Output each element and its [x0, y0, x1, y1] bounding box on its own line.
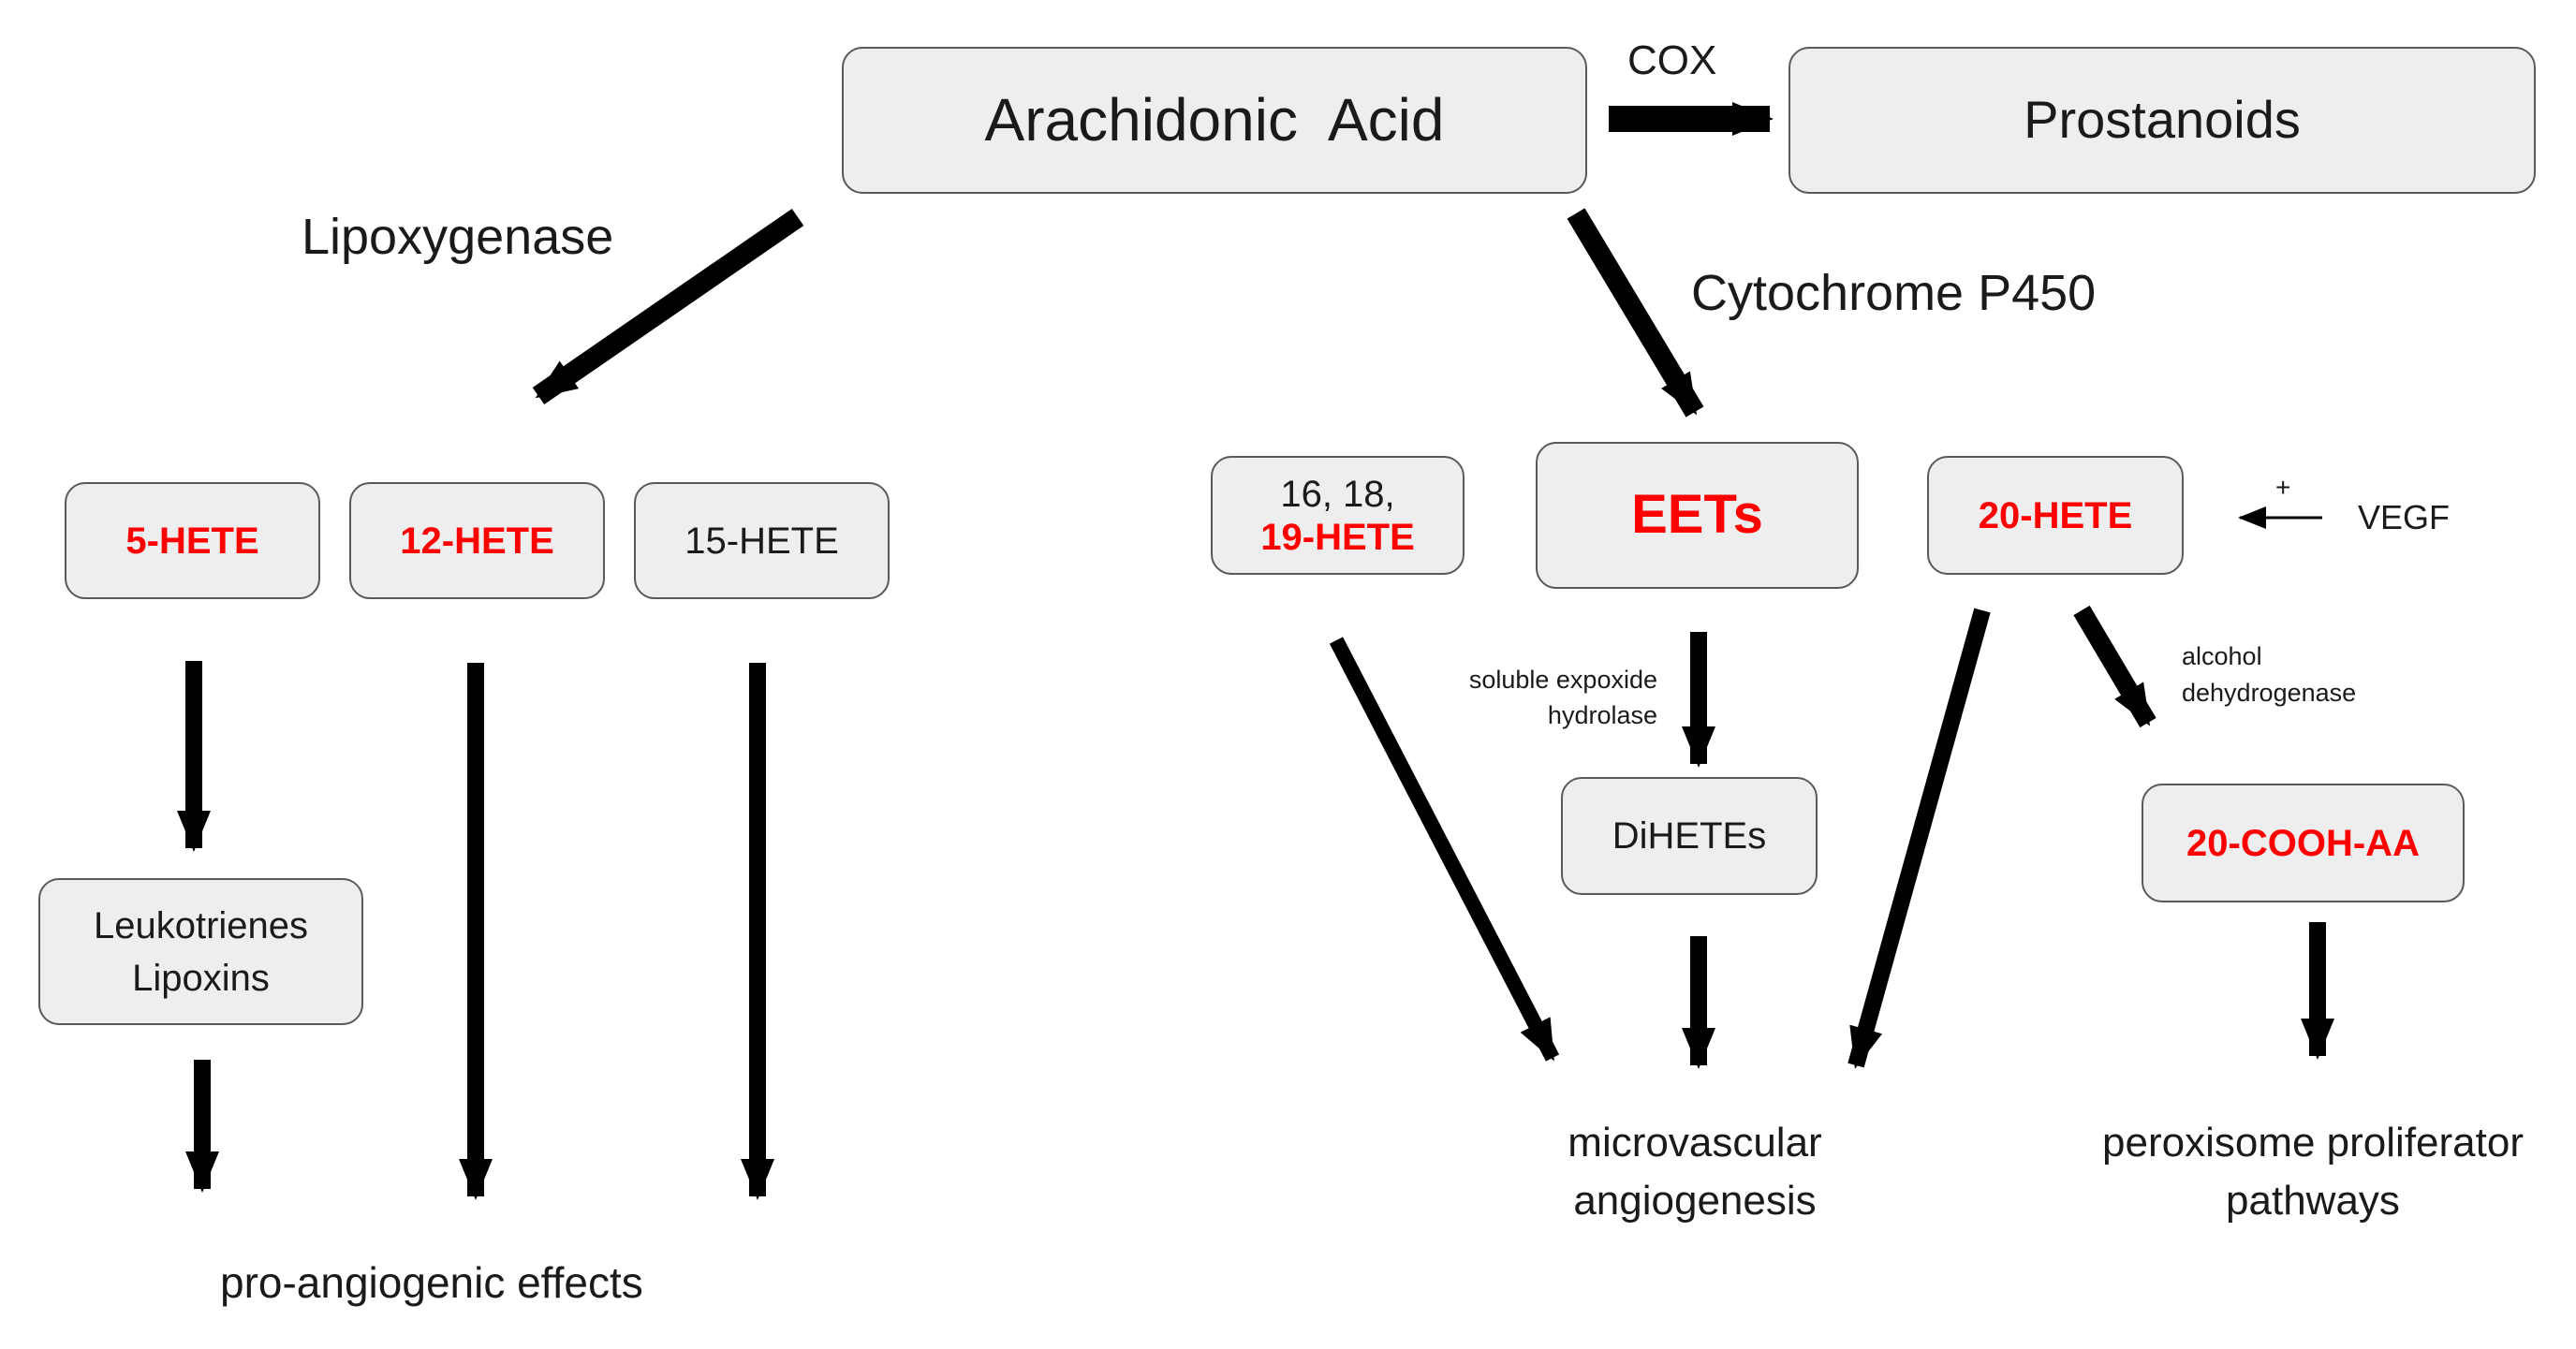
pro-angiogenic-effects-label: pro-angiogenic effects — [220, 1258, 643, 1307]
eets-label: EETs — [1631, 484, 1763, 546]
16-18-hete-label: 16, 18, — [1280, 473, 1395, 515]
cytochrome-p450-label: Cytochrome P450 — [1691, 265, 2097, 321]
adh-line1: alcohol — [2182, 642, 2262, 670]
vegf-label: VEGF — [2358, 498, 2451, 536]
arrow-20hete-cooh — [2073, 605, 2156, 728]
5-hete-label: 5-HETE — [125, 520, 259, 562]
12-hete-box: 12-HETE — [349, 482, 605, 599]
leukotrienes-lipoxins-box: Leukotrienes Lipoxins — [38, 878, 363, 1025]
eets-box: EETs — [1536, 442, 1859, 589]
arrow-lipoxygenase — [532, 208, 804, 405]
perox-line2: pathways — [2226, 1177, 2400, 1224]
12-hete-label: 12-HETE — [400, 520, 554, 562]
micro-line1: microvascular — [1568, 1120, 1822, 1166]
prostanoids-box: Prostanoids — [1788, 47, 2536, 194]
arrow-cyp450 — [1567, 208, 1704, 418]
5-hete-box: 5-HETE — [65, 482, 320, 599]
vegf-plus-label: + — [2275, 473, 2291, 502]
16-18-19-hete-box: 16, 18, 19-HETE — [1211, 456, 1465, 575]
arachidonic-acid-label: Arachidonic Acid — [984, 85, 1445, 154]
seh-line1: soluble expoxide — [1468, 666, 1657, 694]
leukotrienes-label: Leukotrienes — [93, 904, 309, 946]
lipoxygenase-label: Lipoxygenase — [302, 209, 614, 265]
prostanoids-label: Prostanoids — [2024, 90, 2301, 150]
perox-line1: peroxisome proliferator — [2102, 1120, 2524, 1166]
microvascular-angiogenesis-label: microvascular angiogenesis — [1498, 1114, 1892, 1229]
15-hete-label: 15-HETE — [684, 520, 839, 562]
lipoxins-label: Lipoxins — [132, 957, 270, 999]
dihetes-label: DiHETEs — [1612, 815, 1767, 857]
arrow-19hete-micro — [1329, 637, 1560, 1062]
soluble-epoxide-hydrolase-label: soluble expoxide hydrolase — [1423, 663, 1657, 734]
adh-line2: dehydrogenase — [2182, 679, 2357, 708]
alcohol-dehydrogenase-label: alcohol dehydrogenase — [2182, 638, 2356, 711]
arrow-20hete-micro — [1847, 608, 1991, 1069]
peroxisome-proliferator-label: peroxisome proliferator pathways — [2069, 1114, 2556, 1229]
dihetes-box: DiHETEs — [1561, 777, 1818, 895]
seh-line2: hydrolase — [1547, 700, 1657, 729]
cox-label: COX — [1627, 37, 1717, 83]
arachidonic-acid-box: Arachidonic Acid — [842, 47, 1587, 194]
15-hete-box: 15-HETE — [634, 482, 890, 599]
19-hete-label: 19-HETE — [1260, 516, 1415, 558]
20-hete-label: 20-HETE — [1978, 494, 2133, 536]
20-hete-box: 20-HETE — [1927, 456, 2184, 575]
micro-line2: angiogenesis — [1573, 1177, 1817, 1224]
20-cooh-aa-box: 20-COOH-AA — [2142, 784, 2465, 902]
20-cooh-aa-label: 20-COOH-AA — [2186, 822, 2420, 864]
